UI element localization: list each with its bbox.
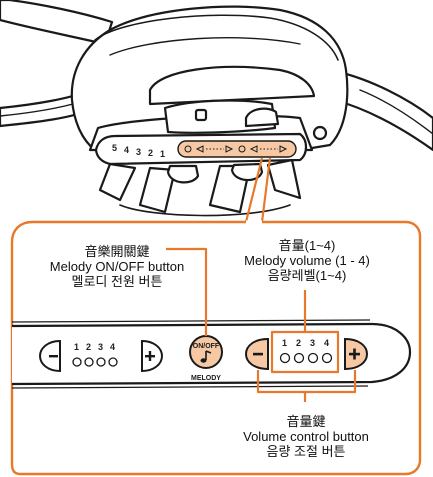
music-note-icon bbox=[205, 350, 212, 360]
melody-onoff-button[interactable]: ON/OFF MELODY bbox=[189, 335, 223, 382]
volume-level-dot bbox=[293, 352, 305, 364]
left-level-number: 4 bbox=[110, 342, 115, 352]
device-illustration bbox=[0, 0, 433, 217]
melody-button-label-ko: 멜로디 전원 버튼 bbox=[71, 274, 163, 289]
volume-button-label: 音量鍵 Volume control button 음량 조절 버튼 bbox=[226, 414, 386, 459]
volume-level-dot bbox=[307, 352, 319, 364]
volume-level-number: 4 bbox=[324, 338, 329, 348]
volume-level-label-zh: 音量(1~4) bbox=[278, 238, 336, 253]
left-level-dot bbox=[96, 357, 106, 367]
onoff-text: ON/OFF bbox=[193, 343, 220, 350]
melody-button-label-zh: 音樂開關鍵 bbox=[84, 244, 150, 259]
left-plus-icon[interactable] bbox=[141, 339, 164, 373]
volume-level-number: 2 bbox=[296, 338, 301, 348]
callout-leader bbox=[244, 157, 272, 223]
volume-plus-icon[interactable] bbox=[344, 337, 369, 371]
volume-level-label-ko: 음량레벨(1~4) bbox=[267, 268, 347, 283]
left-level-indicators: 1 2 3 4 bbox=[72, 342, 118, 367]
device-level-numbers: 5 4 3 2 1 bbox=[112, 143, 165, 159]
left-level-dot bbox=[84, 357, 94, 367]
melody-text: MELODY bbox=[191, 375, 221, 382]
device-number: 2 bbox=[148, 148, 153, 158]
left-level-number: 3 bbox=[98, 342, 103, 352]
volume-button-label-zh: 音量鍵 bbox=[286, 414, 326, 429]
left-level-number: 1 bbox=[74, 342, 79, 352]
device-indicator-strip bbox=[184, 145, 288, 153]
volume-button-label-ko: 음량 조절 버튼 bbox=[266, 444, 346, 459]
melody-button-label: 音樂開關鍵 Melody ON/OFF button 멜로디 전원 버튼 bbox=[42, 244, 192, 289]
left-level-dot bbox=[72, 357, 82, 367]
melody-button-label-en: Melody ON/OFF button bbox=[49, 259, 185, 274]
label-leaders bbox=[166, 247, 357, 402]
volume-level-number: 1 bbox=[282, 338, 287, 348]
volume-level-indicators: 1 2 3 4 bbox=[279, 338, 333, 364]
volume-level-label-en: Melody volume (1 - 4) bbox=[244, 253, 370, 268]
volume-level-number: 3 bbox=[310, 338, 315, 348]
device-number: 4 bbox=[124, 145, 129, 155]
device-number: 3 bbox=[136, 147, 141, 157]
device-number: 5 bbox=[112, 143, 117, 153]
left-level-dot bbox=[108, 357, 118, 367]
volume-level-dot bbox=[279, 352, 291, 364]
volume-minus-icon[interactable] bbox=[244, 337, 269, 371]
volume-button-label-en: Volume control button bbox=[243, 429, 369, 444]
volume-level-dot bbox=[321, 352, 333, 364]
device-number: 1 bbox=[160, 149, 165, 159]
volume-level-label: 音量(1~4) Melody volume (1 - 4) 음량레벨(1~4) bbox=[232, 238, 382, 283]
left-minus-icon[interactable] bbox=[38, 339, 61, 373]
left-level-number: 2 bbox=[86, 342, 91, 352]
